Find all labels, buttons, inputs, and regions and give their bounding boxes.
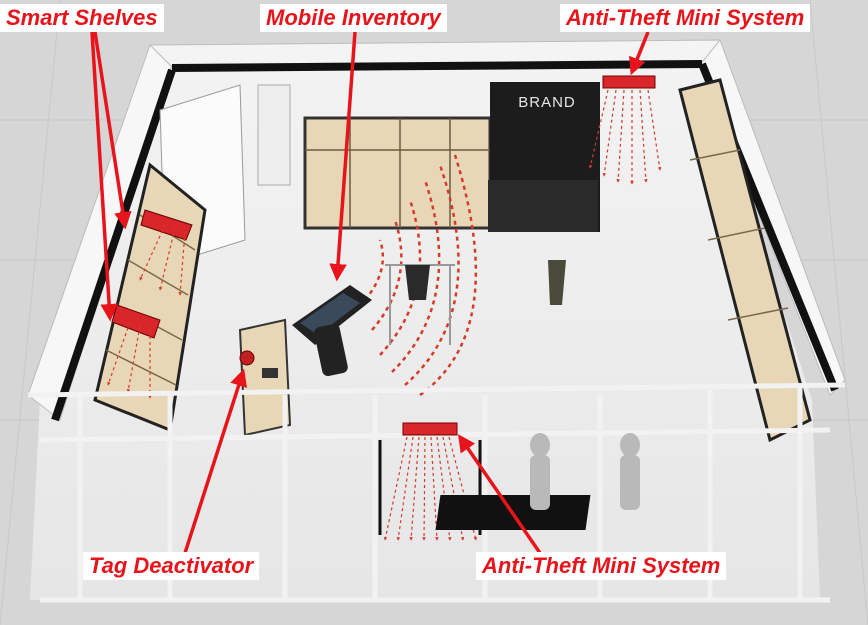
rfid-handheld-reader-icon: [292, 285, 372, 377]
side-garment: [548, 260, 566, 305]
anti-theft-bottom-antenna: [402, 422, 458, 436]
shelf-antenna-1: [140, 209, 193, 241]
anti-theft-top-label: Anti-Theft Mini System: [560, 4, 811, 32]
tag-deactivator-device: [262, 368, 278, 378]
right-shelving-rows: [689, 149, 789, 321]
mobile-inventory-arrow: [329, 31, 357, 282]
hanging-garment: [405, 265, 430, 300]
tag-deactivator-label: Tag Deactivator: [83, 552, 260, 580]
shelf-signal-arrows: [107, 224, 186, 399]
back-shelving-dividers: [305, 118, 490, 228]
anti-theft-top-antenna: [602, 75, 656, 89]
smart-shelves-label: Smart Shelves: [0, 4, 164, 32]
mobile-inventory-label: Mobile Inventory: [260, 4, 447, 32]
anti-theft-top-arrow: [629, 31, 650, 76]
smart-shelves-arrow-1: [93, 31, 132, 230]
back-shelving: [303, 116, 492, 230]
anti-theft-top-signal: [588, 89, 662, 185]
left-wall-trim: [51, 68, 176, 422]
anti-theft-bottom-label: Anti-Theft Mini System: [476, 552, 727, 580]
tag-deactivator-arrow: [183, 368, 248, 554]
right-shelving: [678, 78, 812, 443]
brand-counter: [488, 180, 598, 232]
tag-deactivator-pad: [239, 350, 255, 366]
right-wall: [699, 38, 846, 396]
fitting-room-door: [257, 84, 291, 186]
store-brand-sign: BRAND: [518, 94, 576, 111]
anti-theft-bottom-arrow: [458, 434, 542, 554]
mannequin-icon: [530, 433, 640, 510]
smart-shelves-arrow-2: [90, 31, 118, 322]
callout-arrows: [90, 31, 650, 554]
mobile-inventory-signal: [364, 154, 478, 397]
back-wall-trim: [171, 60, 703, 72]
